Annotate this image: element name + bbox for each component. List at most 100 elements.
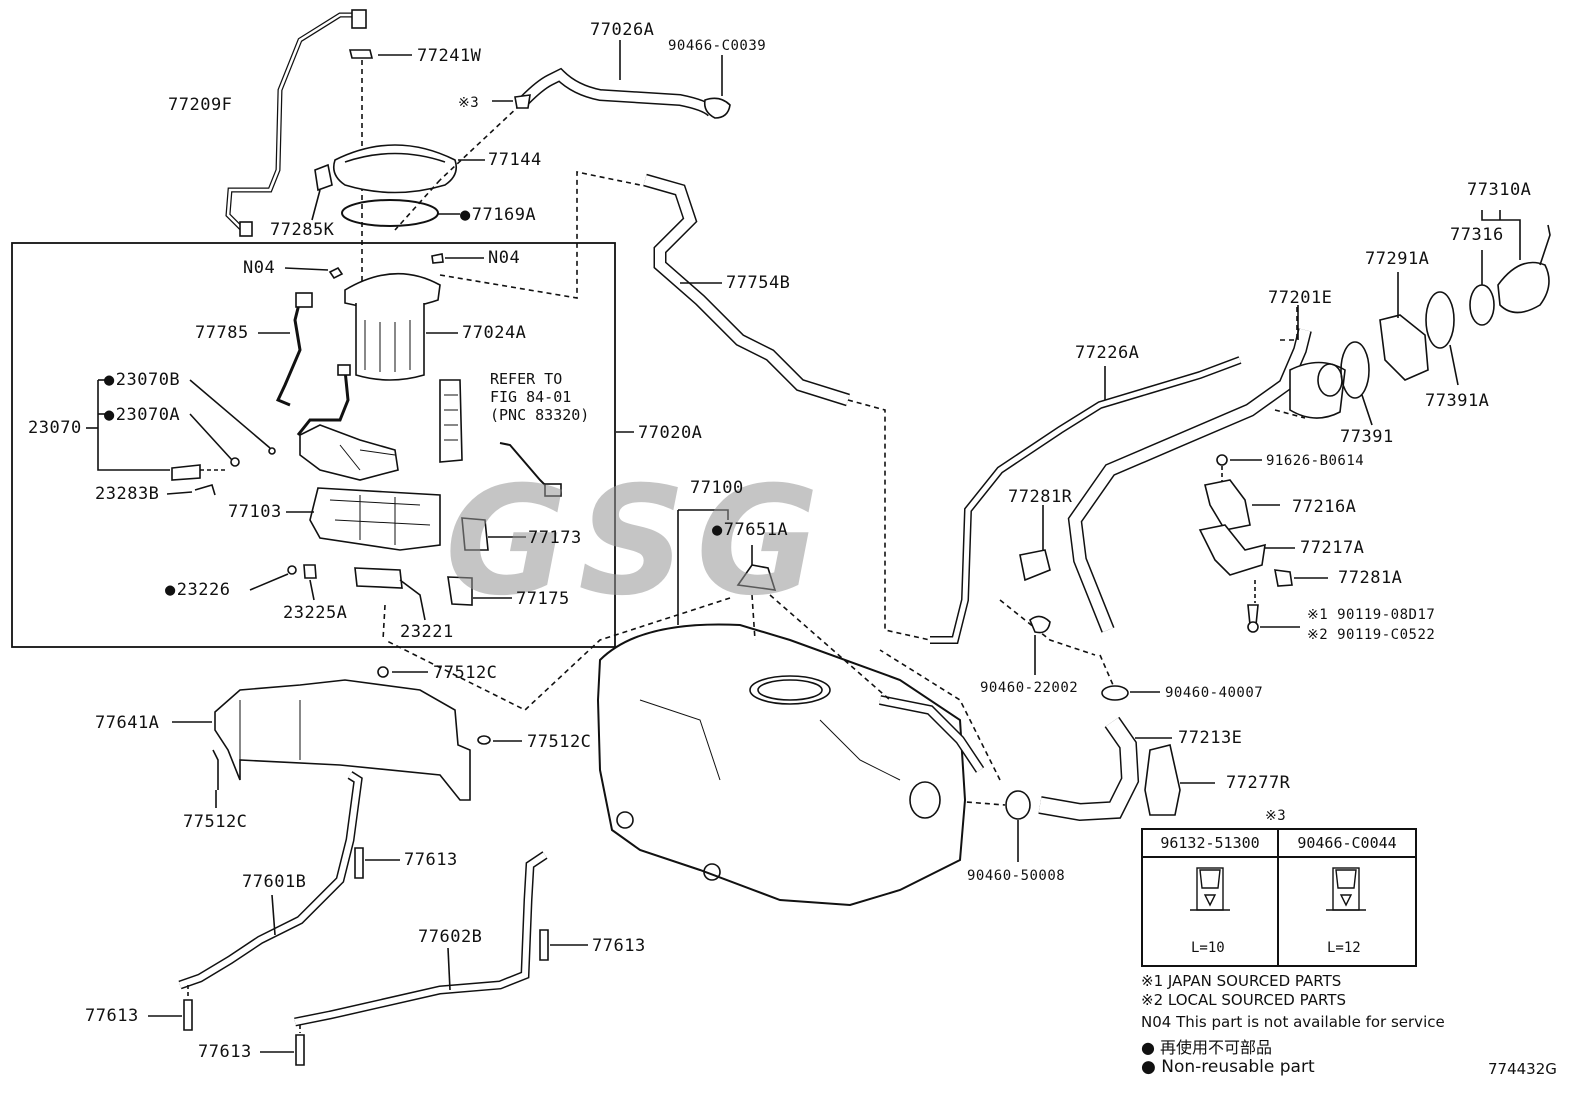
clamp-90460-50008 xyxy=(1005,790,1031,820)
part-77173 xyxy=(461,517,489,551)
label-90119-08D17: ※1 90119-08D17 xyxy=(1307,607,1436,623)
label-23226: 23226 xyxy=(165,580,230,600)
label-23070A: 23070A xyxy=(104,405,180,425)
retainer-ring-77144 xyxy=(332,144,458,194)
label-77613-c: 77613 xyxy=(85,1006,139,1026)
bracket-77217A xyxy=(1198,524,1266,576)
label-90460-50008: 90460-50008 xyxy=(967,868,1066,884)
sender-gauge xyxy=(439,379,463,463)
legend-japan-sourced: ※1 JAPAN SOURCED PARTS xyxy=(1141,972,1342,990)
wire-77785 xyxy=(275,299,302,407)
label-77213E: 77213E xyxy=(1178,728,1243,748)
gasket-77391 xyxy=(1340,341,1370,399)
clip-table-col1: 96132-51300 xyxy=(1143,830,1277,858)
clip-table-len1: L=10 xyxy=(1191,940,1225,956)
part-23225A xyxy=(303,564,317,579)
protector-77277R xyxy=(1144,744,1181,816)
label-77613-b: 77613 xyxy=(592,936,646,956)
label-23221: 23221 xyxy=(400,622,454,642)
label-77216A: 77216A xyxy=(1292,497,1357,517)
label-23070: 23070 xyxy=(28,418,82,438)
bracket-77103 xyxy=(309,487,441,551)
label-77641A: 77641A xyxy=(95,713,160,733)
clip-table-len2: L=12 xyxy=(1327,940,1361,956)
label-77601B: 77601B xyxy=(242,872,307,892)
label-91626-B0614: 91626-B0614 xyxy=(1266,453,1365,469)
clip-table-divider xyxy=(1277,830,1279,965)
watermark: GSG xyxy=(445,455,830,629)
label-77175: 77175 xyxy=(516,589,570,609)
label-77651A: 77651A xyxy=(712,520,788,540)
vent-tube-77209F xyxy=(225,12,355,234)
part-77285K xyxy=(314,163,333,192)
bracket-77651A xyxy=(736,564,777,591)
label-77285K: 77285K xyxy=(270,220,335,240)
legend-non-reusable-jp: ● 再使用不可部品 xyxy=(1141,1038,1273,1057)
label-77512C-left: 77512C xyxy=(183,812,248,832)
legend-local-sourced: ※2 LOCAL SOURCED PARTS xyxy=(1141,991,1346,1009)
clamp-90466-C0039 xyxy=(703,97,731,119)
label-77316: 77316 xyxy=(1450,225,1504,245)
filter-23283B xyxy=(171,464,201,481)
label-77277R: 77277R xyxy=(1226,773,1291,793)
clip-77281R xyxy=(1019,549,1051,582)
label-77201E: 77201E xyxy=(1268,288,1333,308)
ring-77316 xyxy=(1469,284,1495,326)
o-ring-23226 xyxy=(287,565,297,575)
label-90466-C0039: 90466-C0039 xyxy=(668,38,767,54)
label-90460-22002: 90460-22002 xyxy=(980,680,1079,696)
label-77754B: 77754B xyxy=(726,273,791,293)
label-23283B: 23283B xyxy=(95,484,160,504)
label-77026A: 77026A xyxy=(590,20,655,40)
clip-77241W xyxy=(348,49,374,59)
label-note3: ※3 xyxy=(458,95,480,111)
label-77100: 77100 xyxy=(690,478,744,498)
fuel-cap-77310A xyxy=(1497,261,1550,314)
label-77391A: 77391A xyxy=(1425,391,1490,411)
clip-table-marker: ※3 xyxy=(1265,808,1287,824)
clip-table: 96132-51300 90466-C0044 L=10 L=12 xyxy=(1141,828,1417,967)
fuel-pump-assembly-inset xyxy=(11,242,616,648)
label-77512C-right: 77512C xyxy=(527,732,592,752)
label-77512C-top: 77512C xyxy=(433,663,498,683)
label-77209F: 77209F xyxy=(168,95,233,115)
label-77602B: 77602B xyxy=(418,927,483,947)
label-23225A: 23225A xyxy=(283,603,348,623)
clamp-90460-40007 xyxy=(1101,685,1129,701)
clip-77281A xyxy=(1274,569,1293,587)
refer-note: REFER TO FIG 84-01 (PNC 83320) xyxy=(490,370,590,424)
bracket-77216A xyxy=(1204,479,1251,531)
label-90460-40007: 90460-40007 xyxy=(1165,685,1264,701)
label-77024A: 77024A xyxy=(462,323,527,343)
heat-shield-77641A xyxy=(214,679,471,801)
fuel-pump xyxy=(299,424,399,481)
bolt-77613 xyxy=(354,847,364,879)
cap-ring-77291A xyxy=(1379,314,1429,381)
label-77241W: 77241W xyxy=(417,46,482,66)
fuel-tank-77100 xyxy=(596,623,967,907)
pump-body-77024A xyxy=(355,303,425,381)
label-90119-C0522: ※2 90119-C0522 xyxy=(1307,627,1436,643)
diagram-id: 774432G xyxy=(1488,1060,1557,1078)
label-77613-d: 77613 xyxy=(198,1042,252,1062)
label-77613-a: 77613 xyxy=(404,850,458,870)
clamp-90460-22002 xyxy=(1029,615,1051,634)
bracket-77175 xyxy=(447,576,473,606)
label-77217A: 77217A xyxy=(1300,538,1365,558)
label-77391: 77391 xyxy=(1340,427,1394,447)
label-n04-right: N04 xyxy=(488,248,521,268)
label-23070B: 23070B xyxy=(104,370,180,390)
label-77173: 77173 xyxy=(528,528,582,548)
clip-table-col2: 90466-C0044 xyxy=(1279,830,1415,858)
label-77281R: 77281R xyxy=(1008,487,1073,507)
label-77103: 77103 xyxy=(228,502,282,522)
label-n04-left: N04 xyxy=(243,258,276,278)
label-77310A: 77310A xyxy=(1467,180,1532,200)
label-77020A: 77020A xyxy=(638,423,703,443)
pump-23221 xyxy=(354,567,403,589)
label-77144: 77144 xyxy=(488,150,542,170)
legend-n04: N04 This part is not available for servi… xyxy=(1141,1013,1445,1031)
label-77169A: 77169A xyxy=(460,205,536,225)
legend-non-reusable-en: ● Non-reusable part xyxy=(1141,1057,1315,1077)
